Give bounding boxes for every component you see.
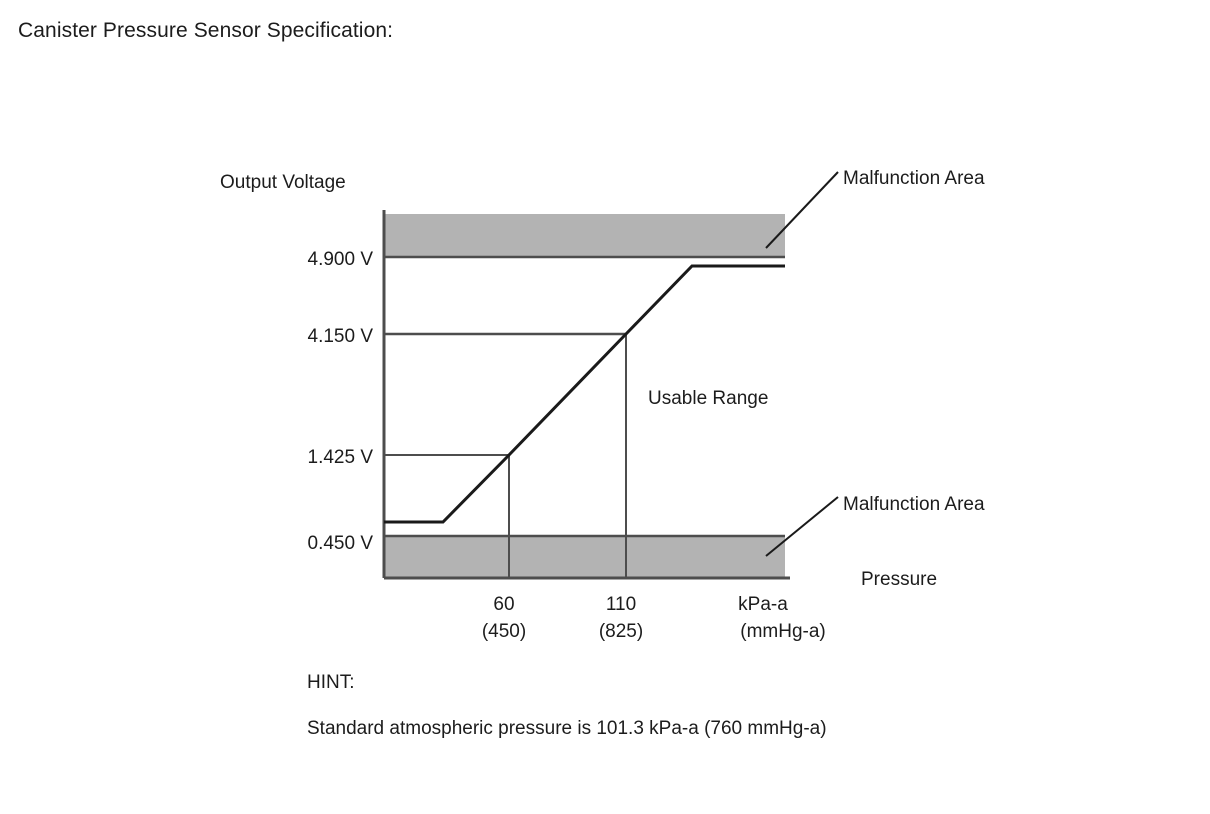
hint-text: Standard atmospheric pressure is 101.3 k… [307, 718, 827, 739]
y-tick-label-4900v: 4.900 V [308, 249, 374, 270]
annotation-malfunction-area-lower: Malfunction Area [843, 494, 985, 515]
x-tick-label-110: 110 [606, 594, 636, 615]
x-axis-title: Pressure [861, 569, 937, 590]
y-tick-label-4150v: 4.150 V [308, 326, 374, 347]
sensor-output-curve [384, 264, 785, 524]
x-tick-label-450: (450) [482, 621, 526, 642]
leader-line-lower-malfunction [765, 496, 839, 557]
x-tick-label-60: 60 [493, 594, 514, 615]
annotation-usable-range: Usable Range [648, 388, 768, 409]
leader-line-upper-malfunction [765, 171, 839, 249]
x-unit-primary: kPa-a [738, 594, 788, 615]
page-title: Canister Pressure Sensor Specification: [18, 19, 394, 42]
annotation-malfunction-area-upper: Malfunction Area [843, 168, 985, 189]
lower-malfunction-band [384, 536, 785, 578]
y-axis-title: Output Voltage [220, 172, 346, 193]
y-tick-label-1425v: 1.425 V [308, 447, 374, 468]
x-unit-secondary: (mmHg-a) [740, 621, 826, 642]
upper-malfunction-band [384, 214, 785, 257]
x-tick-label-825: (825) [599, 621, 643, 642]
hint-block: HINT: Standard atmospheric pressure is 1… [307, 672, 1007, 740]
hint-label: HINT: [307, 672, 355, 693]
y-tick-label-0450v: 0.450 V [308, 533, 374, 554]
